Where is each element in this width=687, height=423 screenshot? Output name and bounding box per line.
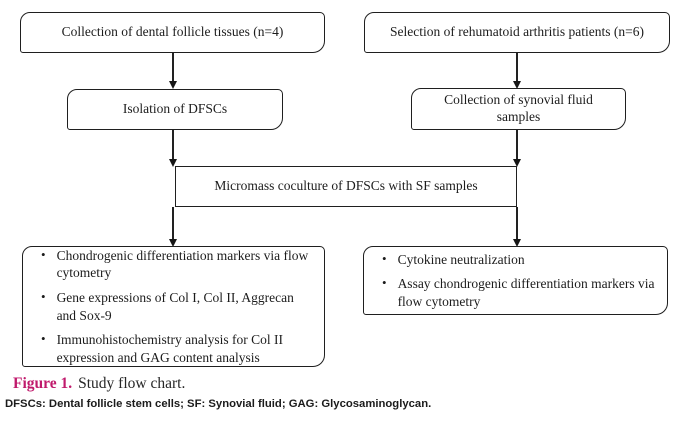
arrow-down-icon	[168, 159, 177, 167]
list-item-text: Immunohistochemistry analysis for Col II…	[56, 332, 284, 365]
connector-isolation-to-coculture	[168, 130, 178, 167]
bullet-icon: •	[41, 246, 46, 262]
node-right-outcomes: • Cytokine neutralization • Assay chondr…	[363, 246, 668, 315]
list-item-text: Gene expressions of Col I, Col II, Aggre…	[56, 289, 294, 323]
list-item-text: Chondrogenic differentiation markers via…	[56, 247, 309, 281]
node-left-outcomes: • Chondrogenic differentiation markers v…	[22, 246, 325, 367]
list-item: • Chondrogenic differentiation markers v…	[41, 247, 312, 282]
connector-line	[172, 130, 174, 160]
figure-footnote: DFSCs: Dental follicle stem cells; SF: S…	[5, 398, 432, 410]
caption-text: Study flow chart.	[78, 375, 186, 392]
list-item-text: Cytokine neutralization	[397, 251, 525, 267]
bullet-icon: •	[41, 288, 46, 304]
figure-number-label: Figure 1.	[13, 375, 73, 392]
list-item: • Assay chondrogenic differentiation mar…	[382, 275, 655, 310]
node-collect-sf-label: Collection of synovial fluid samples	[444, 92, 593, 124]
connector-sf-to-coculture	[512, 130, 522, 167]
connector-tissues-to-isolation	[168, 53, 178, 89]
node-coculture: Micromass coculture of DFSCs with SF sam…	[175, 166, 517, 207]
connector-line	[516, 207, 518, 240]
bullet-icon: •	[41, 331, 46, 347]
connector-line	[172, 207, 174, 240]
arrow-down-icon	[168, 239, 177, 247]
node-coculture-label: Micromass coculture of DFSCs with SF sam…	[214, 178, 478, 194]
node-isolate-dfscs-label: Isolation of DFSCs	[122, 101, 228, 117]
connector-line	[516, 53, 518, 82]
bullet-icon: •	[382, 275, 387, 291]
arrow-down-icon	[512, 239, 521, 247]
connector-line	[172, 53, 174, 82]
left-outcomes-list: • Chondrogenic differentiation markers v…	[31, 247, 316, 366]
list-item: • Cytokine neutralization	[382, 251, 655, 269]
arrow-down-icon	[512, 81, 521, 89]
arrow-down-icon	[168, 81, 177, 89]
node-select-patients-label: Selection of rehumatoid arthritis patien…	[390, 24, 644, 40]
figure-caption: Figure 1. Study flow chart.	[13, 375, 185, 393]
node-collect-tissues: Collection of dental follicle tissues (n…	[20, 12, 325, 53]
connector-coculture-to-left-outcomes	[168, 207, 178, 247]
bullet-icon: •	[382, 250, 387, 266]
node-select-patients: Selection of rehumatoid arthritis patien…	[364, 12, 670, 53]
arrow-down-icon	[512, 159, 521, 167]
list-item: • Gene expressions of Col I, Col II, Agg…	[41, 289, 312, 324]
node-collect-sf: Collection of synovial fluid samples	[411, 88, 626, 130]
node-isolate-dfscs: Isolation of DFSCs	[67, 89, 283, 130]
connector-line	[516, 130, 518, 160]
connector-patients-to-sf	[512, 53, 522, 89]
list-item-text: Assay chondrogenic differentiation marke…	[397, 276, 655, 309]
connector-coculture-to-right-outcomes	[512, 207, 522, 247]
right-outcomes-list: • Cytokine neutralization • Assay chondr…	[372, 251, 659, 311]
node-collect-tissues-label: Collection of dental follicle tissues (n…	[61, 24, 284, 40]
list-item: • Immunohistochemistry analysis for Col …	[41, 331, 312, 366]
